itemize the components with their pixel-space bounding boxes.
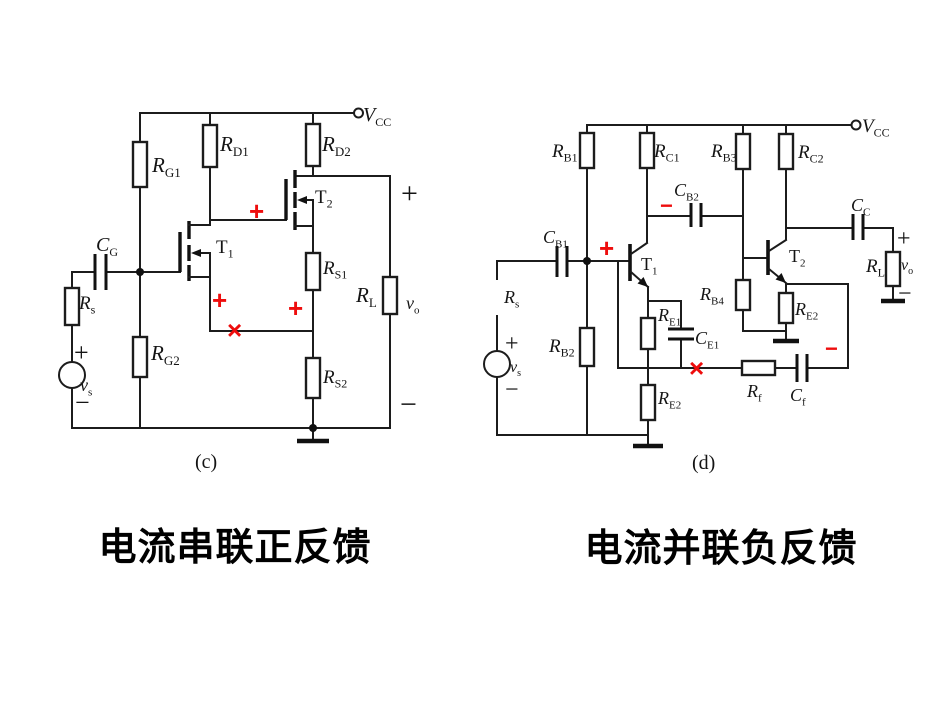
circuit-c-r-s2-label: RS2 — [322, 367, 347, 391]
circuit-d-c-c-label: CC — [851, 195, 870, 218]
circuit-d-mark-minus-fb-label: − — [825, 336, 838, 361]
circuit-d-mark-cross-fb-label: × — [689, 353, 704, 383]
circuit-c-t1-label: T1 — [216, 237, 234, 261]
c-junction-dot — [309, 424, 317, 432]
c-resistor-rs1 — [304, 251, 322, 292]
circuit-d-r-c2-label: RC2 — [797, 142, 824, 166]
circuit-c-mark-plus-src1-label: + — [212, 285, 227, 315]
circuit-d-v-s-label: vs — [510, 359, 521, 379]
caption-current-series-positive-feedback: 电流串联正反馈 — [98, 527, 372, 569]
c-mosfet-t2-icon — [284, 170, 314, 230]
circuit-c-r-d2-label: RD2 — [321, 132, 351, 159]
d-resistor-re1 — [639, 316, 657, 351]
d-resistor-re2-t2 — [777, 291, 795, 325]
d-resistor-rb2 — [578, 326, 596, 368]
c-resistor-rd1 — [201, 123, 219, 169]
circuit-d-t1-label: T1 — [641, 254, 658, 277]
circuit-c-mark-plus-fb-label: + — [288, 293, 303, 323]
d-capacitor-cb2 — [689, 203, 703, 227]
d-resistor-rl — [884, 250, 902, 288]
c-resistor-rg1 — [131, 140, 149, 189]
c-resistor-rd2 — [304, 122, 322, 168]
circuit-d-fig-label: (d) — [692, 452, 715, 474]
d-resistor-rb3 — [734, 132, 752, 171]
d-junction-dot — [583, 257, 591, 265]
circuit-c-vcc-label: VCC — [363, 104, 391, 129]
caption-current-shunt-negative-feedback: 电流并联负反馈 — [584, 528, 858, 570]
d-resistor-rc1 — [638, 131, 656, 170]
circuit-d-r-l-label: RL — [865, 256, 885, 280]
circuit-c-r-s-label: Rs — [78, 293, 96, 317]
circuit-d-mark-plus-base1-label: + — [599, 233, 614, 263]
circuit-d-src-minus-label: − — [505, 377, 519, 403]
circuit-d-r-e2-lower-label: RE2 — [657, 388, 681, 411]
d-resistor-rb4 — [734, 278, 752, 312]
d-resistor-rb1 — [578, 131, 596, 170]
d-capacitor-cc — [851, 214, 865, 240]
d-resistor-rc2 — [777, 132, 795, 171]
d-capacitor-cb1 — [555, 246, 569, 277]
circuit-d-r-e1-label: RE1 — [657, 305, 681, 328]
d-bjt-t1-icon — [628, 241, 650, 289]
circuit-d-t2-label: T2 — [789, 246, 806, 269]
circuit-c-out-minus-label: − — [400, 388, 417, 421]
d-capacitor-cf — [795, 354, 809, 382]
circuit-d-c-f-label: Cf — [790, 385, 806, 408]
circuit-d-r-s-label: Rs — [503, 287, 519, 310]
d-resistor-rf — [740, 359, 777, 377]
circuit-c-r-l-label: RL — [355, 283, 377, 310]
circuit-c-mark-plus-gate2-label: + — [249, 196, 264, 226]
circuit-d-r-b3-label: RB3 — [710, 141, 737, 165]
circuit-d-c-b2-label: CB2 — [674, 180, 699, 203]
circuit-d-c-b1-label: CB1 — [543, 227, 568, 250]
circuit-d-v-o-label: vo — [901, 257, 913, 277]
c-resistor-rl — [381, 275, 399, 316]
circuit-c-v-s-label: vs — [80, 375, 92, 398]
circuit-d-r-b4-label: RB4 — [699, 284, 724, 307]
c-junction-dot — [136, 268, 144, 276]
circuit-c-t2-label: T2 — [315, 187, 333, 211]
d-source-vs-icon — [483, 350, 511, 378]
c-resistor-rs — [63, 286, 81, 327]
circuit-d-r-c1-label: RC1 — [653, 141, 680, 165]
circuit-d-r-f-label: Rf — [746, 381, 762, 404]
c-mosfet-t1-icon — [178, 221, 211, 281]
circuit-c-mark-cross-fb-label: × — [227, 315, 242, 345]
circuit-c-v-o-label: vo — [406, 293, 420, 316]
d-vcc-terminal — [850, 119, 862, 131]
c-resistor-rg2 — [131, 335, 149, 379]
circuit-d-vcc-label: VCC — [862, 116, 890, 140]
d-resistor-re2-lower — [639, 383, 657, 422]
circuit-c-r-g2-label: RG2 — [150, 341, 180, 368]
c-wires — [71, 112, 391, 440]
circuit-c-c-g-label: CG — [96, 234, 118, 259]
circuit-d-r-b2-label: RB2 — [548, 336, 575, 360]
c-resistor-rs2 — [304, 356, 322, 400]
c-capacitor-cg — [93, 254, 108, 290]
circuit-d-out-plus-label: + — [897, 226, 911, 252]
circuit-d-r-e2-t2-label: RE2 — [794, 299, 818, 322]
circuit-d-mark-minus-coll1-label: − — [660, 193, 673, 218]
circuit-c-r-s1-label: RS1 — [322, 258, 347, 282]
d-wires — [496, 124, 894, 445]
d-bjt-t2-icon — [766, 238, 788, 285]
circuit-c-fig-label: (c) — [195, 451, 217, 473]
circuit-d-c-e1-label: CE1 — [695, 328, 719, 351]
circuit-c-r-g1-label: RG1 — [151, 153, 181, 180]
c-source-vs-icon — [58, 361, 86, 389]
circuit-c-out-plus-label: + — [401, 177, 418, 210]
d-capacitor-ce1 — [668, 327, 694, 341]
circuit-d-r-b1-label: RB1 — [551, 141, 578, 165]
circuit-d-out-minus-label: − — [898, 281, 912, 307]
circuit-c-src-minus-label: − — [75, 388, 90, 417]
circuit-c-r-d1-label: RD1 — [219, 132, 249, 159]
circuit-d-src-plus-label: + — [505, 331, 519, 357]
c-vcc-terminal — [353, 107, 364, 119]
circuit-c-src-plus-label: + — [74, 338, 89, 367]
